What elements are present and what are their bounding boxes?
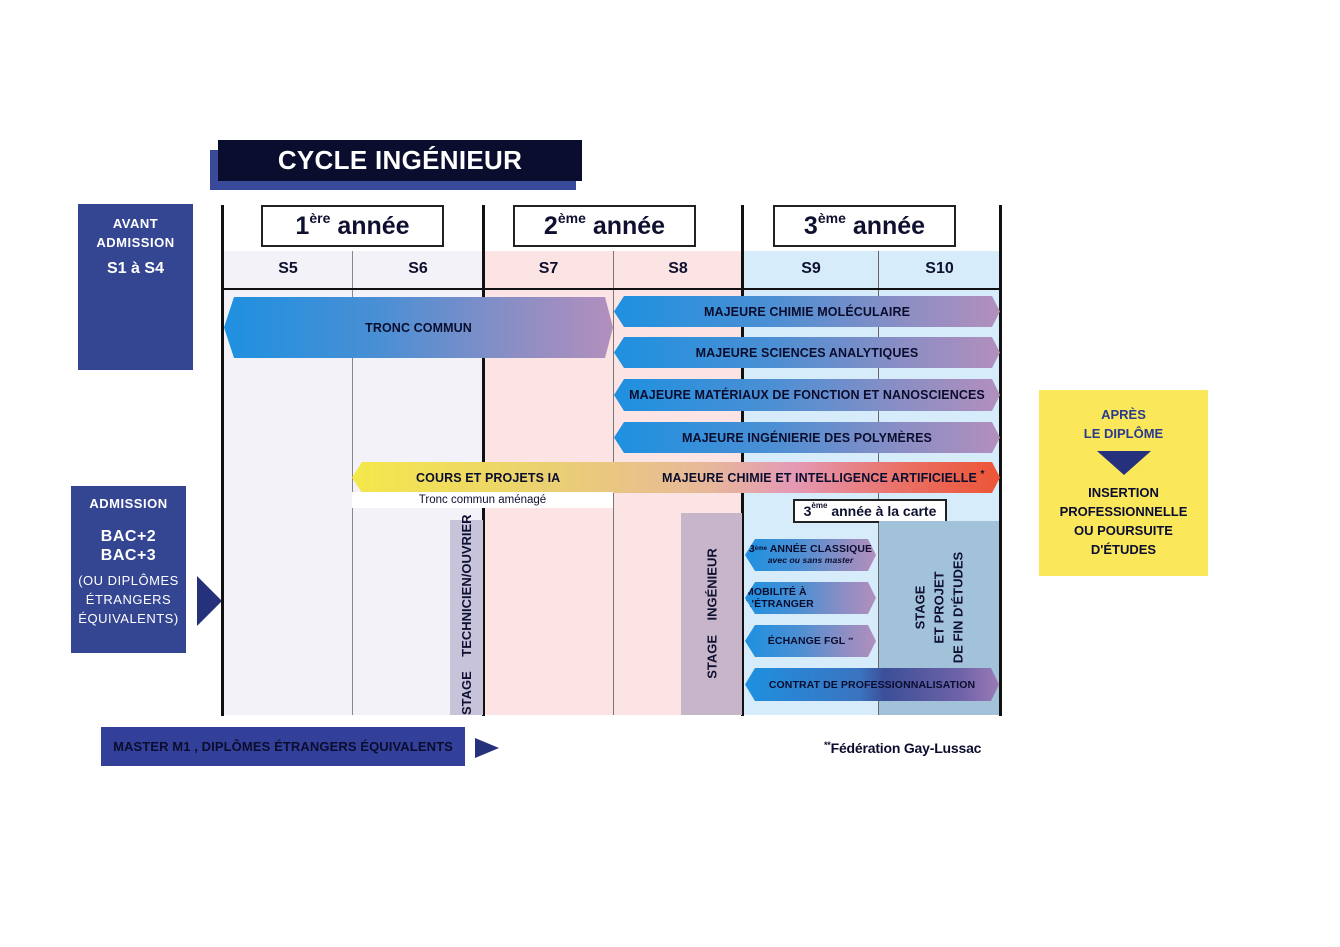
contrat-label: CONTRAT DE PROFESSIONNALISATION xyxy=(768,678,976,691)
ia-major-label: MAJEURE CHIMIE ET INTELLIGENCE ARTIFICIE… xyxy=(662,469,985,485)
major-bar: MAJEURE CHIMIE MOLÉCULAIRE xyxy=(614,296,1000,327)
major-label: MAJEURE MATÉRIAUX DE FONCTION ET NANOSCI… xyxy=(629,388,985,402)
carte-label: année à la carte xyxy=(831,503,937,519)
year-header-2: 2ème année xyxy=(513,205,696,247)
stage-technicien-block: STAGE TECHNICIEN/OUVRIER xyxy=(450,514,483,715)
year-number: 1 xyxy=(295,212,310,240)
carte-number: 3 xyxy=(803,503,812,519)
option-echange-bar: ÉCHANGE FGL** xyxy=(745,625,876,657)
before-admission-line1: AVANT xyxy=(112,216,159,231)
stage-type: TECHNICIEN/OUVRIER xyxy=(459,514,474,657)
semester-label: S5 xyxy=(278,260,298,277)
semester-label: S9 xyxy=(801,260,821,277)
ia-major-text: MAJEURE CHIMIE ET INTELLIGENCE ARTIFICIE… xyxy=(662,471,977,486)
after-heading: APRÈS xyxy=(1101,407,1146,422)
grid-line xyxy=(999,205,1002,716)
mobilite-label: MOBILITÉ À L'ÉTRANGER xyxy=(745,586,814,610)
year-suffix: ère xyxy=(309,210,331,226)
admission-arrow-icon xyxy=(197,576,222,626)
echange-label: ÉCHANGE FGL xyxy=(767,635,846,647)
classique-suffix: ème xyxy=(754,546,768,552)
ia-courses-label: COURS ET PROJETS IA xyxy=(416,471,561,485)
grid-line xyxy=(352,251,353,715)
third-year-carte-box: 3ème année à la carte xyxy=(793,499,947,523)
year-label: année xyxy=(592,212,666,240)
tronc-commun-bar: TRONC COMMUN xyxy=(224,297,613,358)
tronc-commun-label: TRONC COMMUN xyxy=(365,320,472,335)
stage-ingenieur-label: STAGE INGÉNIEUR xyxy=(703,513,722,715)
grid-line xyxy=(482,205,485,716)
after-heading: LE DIPLÔME xyxy=(1083,426,1164,441)
master-arrow-icon xyxy=(475,738,499,758)
stage-fin-etudes-label: STAGE ET PROJET DE FIN D'ÉTUDES xyxy=(911,528,968,688)
after-outcome: PROFESSIONNELLE xyxy=(1059,504,1188,519)
classique-number: 3 xyxy=(748,543,755,555)
header-divider xyxy=(222,288,1001,290)
stage-line: STAGE xyxy=(912,585,928,630)
echange-mark: ** xyxy=(848,638,854,644)
classique-sub: avec ou sans master xyxy=(767,555,854,565)
stage-line: ET PROJET xyxy=(931,571,947,644)
before-admission-panel: AVANT ADMISSION S1 à S4 xyxy=(78,204,193,370)
ia-major-mark: * xyxy=(980,469,985,480)
admission-note: ÉTRANGERS xyxy=(85,592,172,607)
semester-label: S8 xyxy=(668,260,688,277)
year-label: année xyxy=(337,212,410,240)
admission-note: (OU DIPLÔMES xyxy=(78,573,179,588)
grid-line xyxy=(741,205,744,716)
option-contrat-bar: CONTRAT DE PROFESSIONNALISATION xyxy=(745,668,999,701)
major-bar: MAJEURE MATÉRIAUX DE FONCTION ET NANOSCI… xyxy=(614,379,1000,411)
major-label: MAJEURE CHIMIE MOLÉCULAIRE xyxy=(703,304,911,319)
year-suffix: ème xyxy=(557,210,586,226)
page-title: CYCLE INGÉNIEUR CHIMISTE xyxy=(218,140,582,216)
year-suffix: ème xyxy=(817,210,846,226)
year-header-1: 1ère année xyxy=(261,205,444,247)
stage-ingenieur-block: STAGE INGÉNIEUR xyxy=(681,513,742,715)
ia-track-bar: COURS ET PROJETS IA MAJEURE CHIMIE ET IN… xyxy=(352,462,1000,493)
stage-type: INGÉNIEUR xyxy=(704,548,720,621)
semester-label: S7 xyxy=(538,260,559,277)
tronc-amenage-label: Tronc commun aménagé xyxy=(352,492,613,508)
major-bar: MAJEURE SCIENCES ANALYTIQUES xyxy=(614,337,1000,368)
stage-word: STAGE xyxy=(704,634,720,679)
stage-technicien-label: STAGE TECHNICIEN/OUVRIER xyxy=(457,514,476,715)
admission-note: ÉQUIVALENTS) xyxy=(78,611,179,626)
year-label: année xyxy=(852,212,926,240)
admission-level: BAC+3 xyxy=(100,547,157,564)
stage-word: STAGE xyxy=(459,671,474,715)
stage-line: DE FIN D'ÉTUDES xyxy=(950,551,966,664)
after-outcome: INSERTION xyxy=(1088,485,1159,500)
before-admission-semesters: S1 à S4 xyxy=(107,260,164,277)
classique-label: ANNÉE CLASSIQUE xyxy=(769,543,873,555)
major-bar: MAJEURE INGÉNIERIE DES POLYMÈRES xyxy=(614,422,1000,453)
after-outcome: D'ÉTUDES xyxy=(1090,542,1157,557)
admission-title: ADMISSION xyxy=(89,496,168,511)
option-mobilite-bar: MOBILITÉ À L'ÉTRANGER xyxy=(745,582,876,614)
admission-level: BAC+2 xyxy=(100,528,157,545)
admission-panel: ADMISSION BAC+2 BAC+3 (OU DIPLÔMES ÉTRAN… xyxy=(71,486,186,653)
after-outcome: OU POURSUITE xyxy=(1074,523,1173,538)
footnote-mark: ** xyxy=(824,740,831,750)
year-header-3: 3ème année xyxy=(773,205,956,247)
grid-line xyxy=(221,205,224,716)
carte-suffix: ème xyxy=(811,501,828,510)
year-number: 3 xyxy=(803,212,818,240)
before-admission-line2: ADMISSION xyxy=(96,235,175,250)
footnote-text: Fédération Gay-Lussac xyxy=(830,740,982,756)
after-diploma-panel: APRÈS LE DIPLÔME INSERTION PROFESSIONNEL… xyxy=(1039,390,1208,576)
option-classique-bar: 3ème ANNÉE CLASSIQUE avec ou sans master xyxy=(745,539,876,571)
year-number: 2 xyxy=(543,212,558,240)
semester-label: S6 xyxy=(408,260,428,277)
semester-label: S10 xyxy=(925,260,954,277)
footnote: **Fédération Gay-Lussac xyxy=(824,740,981,756)
major-label: MAJEURE INGÉNIERIE DES POLYMÈRES xyxy=(681,430,932,445)
down-arrow-icon xyxy=(1096,451,1151,475)
major-label: MAJEURE SCIENCES ANALYTIQUES xyxy=(695,345,919,360)
master-entry-box: MASTER M1 , DIPLÔMES ÉTRANGERS ÉQUIVALEN… xyxy=(101,727,465,766)
